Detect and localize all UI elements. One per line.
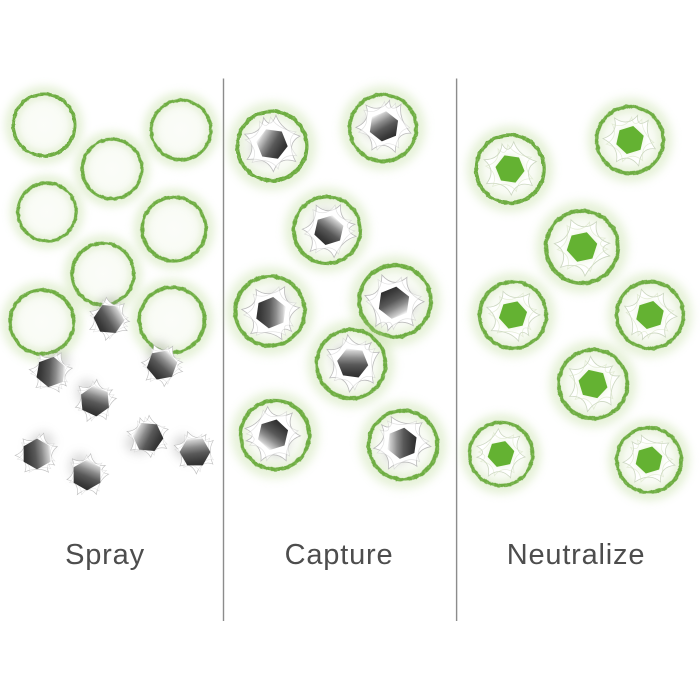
svg-text:Neutralize: Neutralize	[507, 539, 646, 571]
svg-text:Spray: Spray	[65, 539, 145, 571]
svg-text:Capture: Capture	[285, 539, 394, 571]
